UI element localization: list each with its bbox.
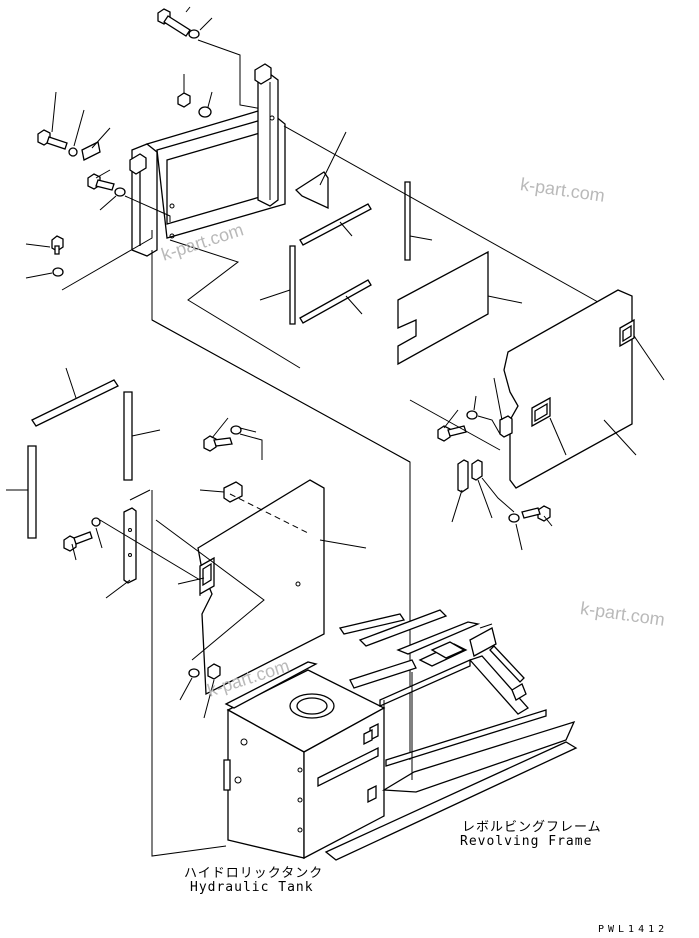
seal-strips [259,181,433,325]
hydraulic-tank [223,661,386,860]
hydraulic-tank-label-jp: ハイドロリックタンク [184,866,324,881]
right-door [503,289,637,489]
revolving-frame-label-jp: レボルビングフレーム [462,820,602,835]
bracket-nuts [177,74,213,118]
rear-frame-bracket [129,63,286,257]
top-bolt [157,6,213,39]
foam-pad [397,250,523,366]
front-door-hinge [105,507,137,599]
hydraulic-tank-label-en: Hydraulic Tank [190,880,314,895]
small-plate [294,131,347,210]
front-door [197,479,367,696]
left-bolts [25,91,126,279]
left-strips [6,367,161,539]
drawing-code: PWL1412 [598,924,669,935]
front-bolts [63,417,263,719]
door-hinges [451,377,513,523]
revolving-frame-label-en: Revolving Frame [460,834,593,849]
revolving-frame [324,609,578,861]
